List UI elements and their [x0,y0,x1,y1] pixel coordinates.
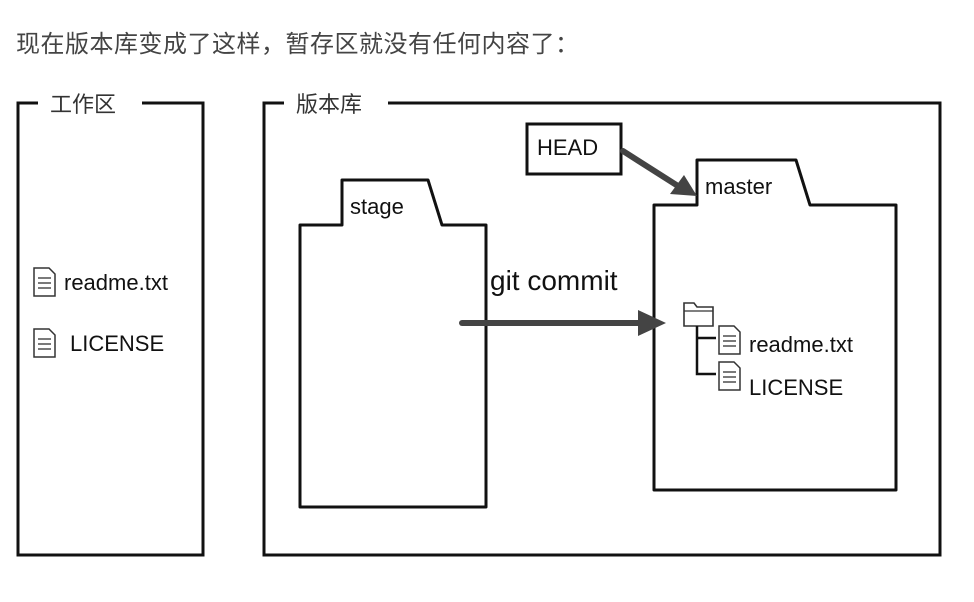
branch-file-name: LICENSE [749,375,843,400]
master-label: master [705,174,772,199]
stage-label: stage [350,194,404,219]
workspace-file-readme: readme.txt [33,267,168,297]
folder-icon [683,302,714,327]
workspace-frame: 工作区 [16,93,205,557]
head-label: HEAD [537,135,598,160]
git-commit-arrow: git commit [459,265,666,336]
workspace-file-name: LICENSE [70,331,164,356]
branch-file-readme: readme.txt [718,325,853,357]
commit-tree: readme.txt LICENSE [683,302,853,400]
branch-file-license: LICENSE [718,361,843,400]
workspace-title: 工作区 [50,93,116,118]
stage-folder: stage [298,178,488,509]
head-pointer: HEAD [525,122,623,176]
head-to-master-arrow [620,148,697,196]
repository-title: 版本库 [296,93,362,118]
workspace-file-license: LICENSE [33,328,164,358]
master-branch-folder: master [652,158,898,492]
repository-frame: 版本库 [262,93,942,557]
file-text-icon [33,267,56,297]
file-text-icon [718,361,741,391]
workspace-file-name: readme.txt [64,270,168,295]
file-text-icon [718,325,741,355]
file-text-icon [33,328,56,358]
page-caption: 现在版本库变成了这样，暂存区就没有任何内容了： [16,30,580,58]
branch-file-name: readme.txt [749,332,853,357]
git-commit-label: git commit [490,265,618,296]
